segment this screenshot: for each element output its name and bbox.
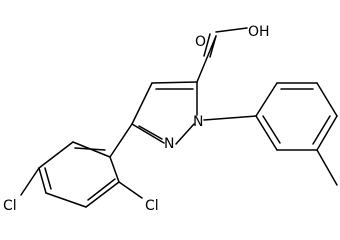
methylphenyl-ring <box>203 82 338 186</box>
dichlorophenyl-ring <box>20 123 143 208</box>
bond-c4-c3 <box>131 82 153 125</box>
bond-tolyl-6-inner <box>262 115 281 144</box>
bond-dcp-3-inner <box>44 167 52 190</box>
bond-acid-ring <box>196 35 217 83</box>
pyrazole-ring <box>131 81 198 145</box>
bond-dcp-5-inner <box>87 178 116 201</box>
bond-c-cl-para <box>20 167 40 196</box>
atom-label-n2: N <box>164 136 174 152</box>
bond-dcp-1-inner <box>74 147 106 151</box>
chemical-structure-diagram: OH O N N Cl Cl <box>3 24 338 214</box>
bond-tolyl-6 <box>255 115 278 151</box>
bond-tolyl-1 <box>255 82 278 117</box>
bond-c3-n2-inner <box>138 125 163 140</box>
bond-c3-n2 <box>131 123 165 144</box>
bond-dcp-2 <box>38 141 74 169</box>
bond-dcp-4 <box>45 192 87 208</box>
bond-carbonyl-a <box>203 33 211 57</box>
atom-label-cl-para: Cl <box>3 198 17 214</box>
bond-c3-aryl <box>109 123 133 158</box>
bond-dcp-3 <box>38 167 47 194</box>
bond-c-cl-ortho <box>118 181 143 199</box>
bond-c5-c4 <box>151 81 198 84</box>
atom-label-n1: N <box>193 114 203 130</box>
bond-tolyl-3 <box>316 82 338 117</box>
bond-n2-n1 <box>175 123 195 145</box>
bond-methyl <box>316 149 338 186</box>
bond-dcp-6 <box>109 156 120 183</box>
carboxylic-acid-group <box>196 27 248 83</box>
atom-label-o: O <box>195 34 206 50</box>
atom-label-cl-ortho: Cl <box>145 198 159 214</box>
atom-label-oh: OH <box>248 24 270 40</box>
bond-tolyl-4-inner <box>312 115 331 145</box>
bond-n1-aryl <box>203 115 257 121</box>
bond-c-oh <box>215 27 248 33</box>
bond-dcp-5 <box>85 181 120 208</box>
bond-tolyl-4 <box>316 115 338 151</box>
